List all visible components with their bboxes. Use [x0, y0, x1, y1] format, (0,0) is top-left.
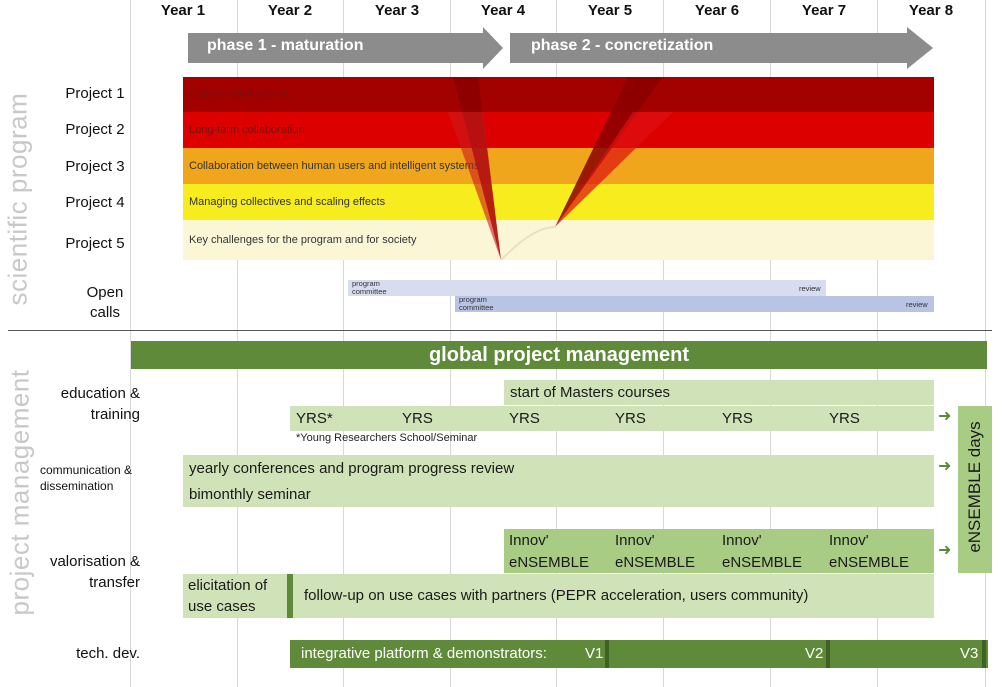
- version-label-v1: V1: [585, 645, 604, 662]
- innov-label: Innov' eNSEMBLE: [509, 532, 590, 571]
- project-bar: Collaborative agents: [183, 77, 934, 112]
- section-label-scientific: scientific program: [2, 92, 33, 306]
- global-management-bar: global project management: [131, 341, 987, 369]
- year-header: Year 7: [801, 2, 847, 19]
- ensemble-days-box: [958, 406, 992, 573]
- arrow-right-icon: ➜: [938, 542, 952, 559]
- use-cases-divider: [287, 574, 293, 618]
- project-bar: Long-term collaboration: [183, 112, 934, 148]
- project-bar: Managing collectives and scaling effects: [183, 184, 934, 220]
- innov-label: Innov' eNSEMBLE: [829, 532, 910, 571]
- section-divider: [8, 330, 992, 331]
- open-calls-label: Open calls: [86, 284, 124, 321]
- education-label: education & training: [60, 385, 140, 423]
- seminar-bar: bimonthly seminar: [183, 481, 934, 507]
- project-text: Key challenges for the program and for s…: [189, 234, 417, 246]
- platform-text: integrative platform & demonstrators:: [301, 645, 547, 662]
- year-header: Year 1: [160, 2, 206, 19]
- masters-text: start of Masters courses: [510, 384, 671, 401]
- seminar-text: bimonthly seminar: [189, 485, 311, 503]
- open-call-review-label: review: [799, 284, 821, 293]
- conferences-text: yearly conferences and program progress …: [189, 459, 515, 477]
- innov-label: Innov' eNSEMBLE: [722, 532, 803, 571]
- tech-bar: [290, 640, 988, 668]
- project-text: Collaborative agents: [189, 88, 290, 101]
- year-header: Year 8: [908, 2, 954, 19]
- project-label: Project 3: [65, 158, 125, 175]
- valorisation-label: valorisation & transfer: [49, 553, 140, 591]
- open-call-committee-label: program committee: [459, 295, 494, 312]
- yrs-bar: [290, 406, 934, 431]
- phase-2-label: phase 2 - concretization: [531, 37, 714, 54]
- project-bar: Key challenges for the program and for s…: [183, 220, 934, 260]
- yrs-label: YRS: [402, 410, 433, 427]
- use-cases-bar: [183, 574, 934, 618]
- yrs-label: YRS: [615, 410, 646, 427]
- open-call-bar: [348, 280, 826, 296]
- year-header: Year 6: [694, 2, 740, 19]
- year-header: Year 5: [587, 2, 633, 19]
- section-label-management: project management: [4, 369, 35, 616]
- communication-label: communication & dissemination: [40, 463, 133, 493]
- year-header: Year 4: [480, 2, 526, 19]
- grid-line: [130, 0, 131, 687]
- year-header: Year 3: [374, 2, 420, 19]
- phase-arrows: [188, 27, 933, 69]
- version-marker: [605, 640, 609, 668]
- yrs-label: YRS*: [296, 410, 333, 427]
- project-bar: Collaboration between human users and in…: [183, 148, 934, 184]
- version-marker: [982, 640, 986, 668]
- conferences-bar: yearly conferences and program progress …: [183, 455, 934, 481]
- followup-text: follow-up on use cases with partners (PE…: [304, 587, 809, 604]
- open-call-committee-label: program committee: [352, 279, 387, 296]
- project-label: Project 2: [65, 121, 125, 138]
- open-call-bar: [455, 296, 934, 312]
- yrs-footnote: *Young Researchers School/Seminar: [296, 432, 478, 444]
- phase-1-arrow: [188, 27, 503, 69]
- phase-1-label: phase 1 - maturation: [207, 37, 364, 54]
- project-text: Collaboration between human users and in…: [189, 160, 480, 172]
- project-convergence-wedges: [448, 77, 673, 261]
- yrs-label: YRS: [509, 410, 540, 427]
- project-label: Project 1: [65, 85, 125, 102]
- arrow-right-icon: ➜: [938, 458, 952, 475]
- version-marker: [826, 640, 830, 668]
- project-label: Project 4: [65, 194, 125, 211]
- innov-bar: [504, 529, 934, 573]
- project-label: Project 5: [65, 235, 125, 252]
- yrs-label: YRS: [829, 410, 860, 427]
- open-call-review-label: review: [906, 300, 928, 309]
- transition-curve: [500, 226, 556, 261]
- tech-label: tech. dev.: [76, 645, 140, 662]
- project-text: Long-term collaboration: [189, 124, 305, 136]
- year-header: Year 2: [267, 2, 313, 19]
- version-label-v3: V3: [960, 645, 979, 662]
- project-text: Managing collectives and scaling effects: [189, 196, 386, 208]
- arrow-right-icon: ➜: [938, 408, 952, 425]
- elicitation-text: elicitation of use cases: [188, 577, 268, 615]
- yrs-label: YRS: [722, 410, 753, 427]
- masters-bar: start of Masters courses: [504, 380, 934, 405]
- ensemble-days-label: eNSEMBLE days: [965, 421, 984, 553]
- version-label-v2: V2: [805, 645, 824, 662]
- innov-label: Innov' eNSEMBLE: [615, 532, 696, 571]
- convergence-wedge: [448, 112, 501, 260]
- phase-2-arrow: [510, 27, 933, 69]
- divergence-wedge: [555, 112, 673, 227]
